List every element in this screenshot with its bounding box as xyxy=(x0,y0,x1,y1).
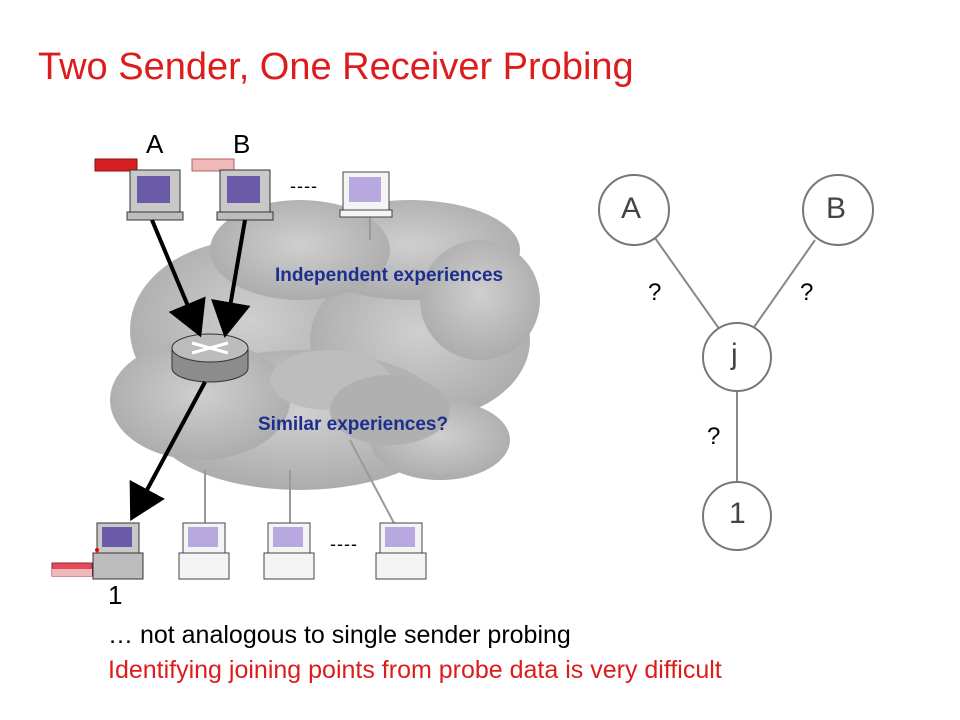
receiver-label: 1 xyxy=(108,580,123,610)
computer-bottom-2-icon xyxy=(178,522,230,580)
bottom-ellipsis: ---- xyxy=(330,534,358,554)
note-line-1: … not analogous to single sender probing xyxy=(108,621,571,649)
tree-node-b-label: B xyxy=(826,192,847,225)
tree-node-a xyxy=(598,174,670,246)
note-line-2: Identifying joining points from probe da… xyxy=(108,656,722,684)
tree-node-j xyxy=(702,322,772,392)
computer-bottom-4-icon xyxy=(375,522,427,580)
computer-receiver-1-icon xyxy=(92,522,144,580)
tree-node-b xyxy=(802,174,874,246)
tree-edge-1-question: ? xyxy=(707,423,721,450)
similar-experiences-label: Similar experiences? xyxy=(258,414,449,435)
probe-bar-sender-b xyxy=(191,158,235,172)
sender-a-label: A xyxy=(146,129,164,159)
router-icon xyxy=(171,333,249,383)
top-ellipsis: ---- xyxy=(290,176,318,196)
probe-bar-receiver-2 xyxy=(52,569,92,576)
tree-node-1 xyxy=(702,481,772,551)
slide-title: Two Sender, One Receiver Probing xyxy=(38,46,634,88)
tree-edge-b-question: ? xyxy=(800,279,814,306)
sender-b-label: B xyxy=(233,129,251,159)
tree-edge-a-question: ? xyxy=(648,279,662,306)
independent-experiences-label: Independent experiences xyxy=(275,265,504,286)
tree-edges xyxy=(654,237,816,483)
tree-node-1-label: 1 xyxy=(729,497,746,530)
tree-node-a-label: A xyxy=(621,192,642,225)
probe-bar-sender-a xyxy=(94,158,138,172)
computer-sender-b-icon xyxy=(216,169,274,221)
computer-bottom-3-icon xyxy=(263,522,315,580)
computer-sender-a-icon xyxy=(126,169,184,221)
network-cloud xyxy=(110,200,540,490)
tree-node-j-label: j xyxy=(731,338,738,371)
computer-top-idle-icon xyxy=(339,171,393,218)
probe-path-arrows xyxy=(129,219,251,522)
